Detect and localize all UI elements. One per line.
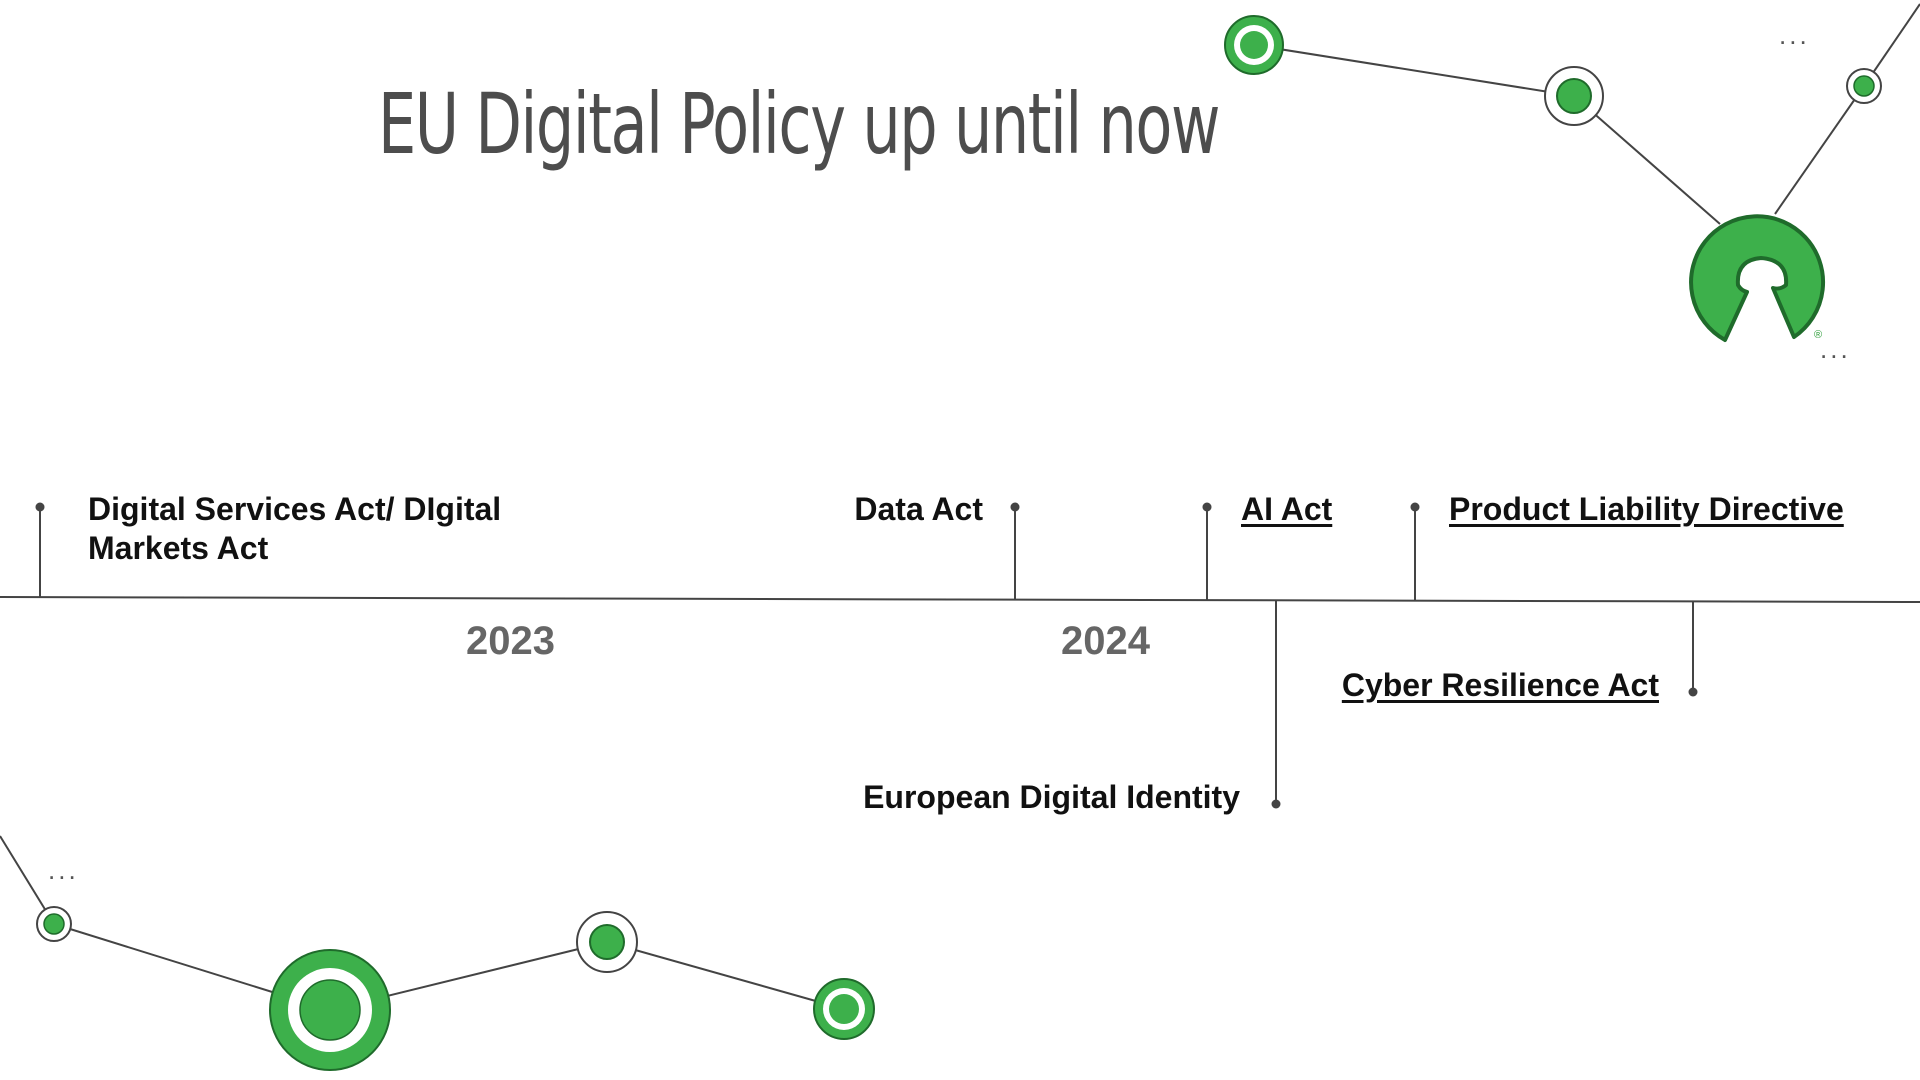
timeline-item-ai-act-link[interactable]: AI Act xyxy=(1241,491,1333,527)
year-label-2023: 2023 xyxy=(466,619,555,663)
slide-title: EU Digital Policy up until now xyxy=(378,75,1220,173)
network-node-icon xyxy=(36,906,72,942)
network-node-icon xyxy=(1544,66,1604,126)
timeline xyxy=(0,502,1920,809)
timeline-marker xyxy=(1271,600,1281,809)
network-node-icon xyxy=(1846,68,1882,104)
timeline-item-product-liability-link[interactable]: Product Liability Directive xyxy=(1449,491,1844,527)
network-node-icon xyxy=(813,978,875,1040)
network-node-icon xyxy=(269,949,391,1071)
timeline-marker xyxy=(1410,502,1420,600)
timeline-marker xyxy=(35,502,45,597)
timeline-item-dsa-dma: Digital Services Act/ DIgital Markets Ac… xyxy=(88,490,501,568)
timeline-item-label-line2: Markets Act xyxy=(88,530,269,566)
network-decoration-bottom xyxy=(0,835,875,1071)
network-node-icon xyxy=(1224,15,1284,75)
timeline-item-cyber-resilience-link[interactable]: Cyber Resilience Act xyxy=(1341,667,1659,703)
timeline-item-label: Digital Services Act/ DIgital xyxy=(88,491,502,527)
timeline-marker xyxy=(1010,502,1020,599)
year-label-2024: 2024 xyxy=(1061,619,1150,663)
timeline-item-european-digital-identity: European Digital Identity xyxy=(863,779,1240,815)
timeline-marker xyxy=(1202,502,1212,600)
ellipsis-bottom: ... xyxy=(48,855,79,885)
network-node-icon xyxy=(576,911,638,973)
open-source-initiative-logo-icon xyxy=(1689,214,1826,342)
timeline-marker xyxy=(1688,601,1698,697)
timeline-axis xyxy=(0,596,1920,603)
ellipsis-logo: ... xyxy=(1820,334,1851,364)
ellipsis-top: ... xyxy=(1779,20,1810,50)
registered-mark: ® xyxy=(1814,329,1823,341)
timeline-item-data-act: Data Act xyxy=(854,491,983,527)
network-decoration-top xyxy=(1224,3,1920,342)
